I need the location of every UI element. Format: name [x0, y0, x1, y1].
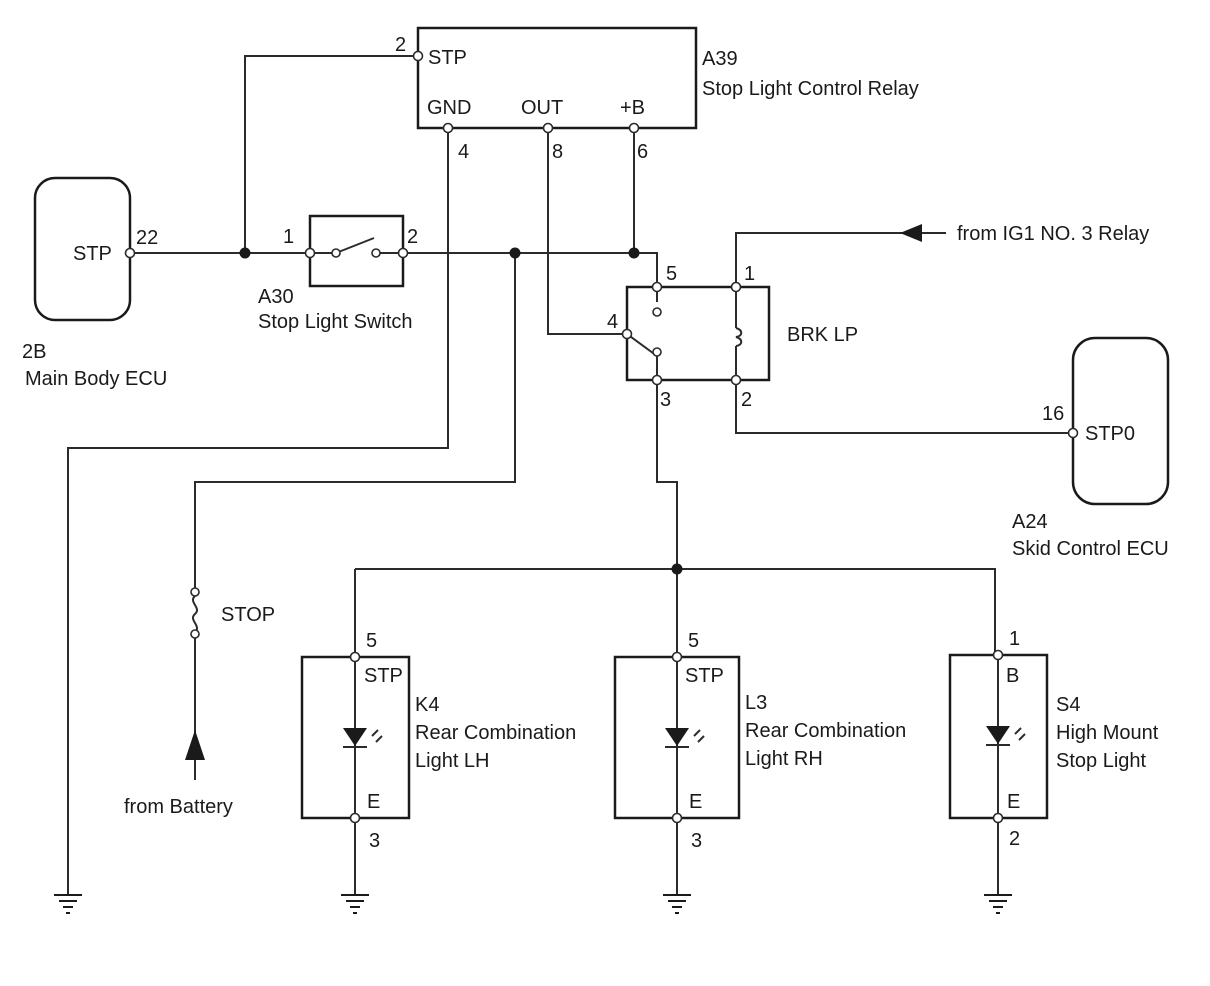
lamp-k4-bottom-pin: 3: [369, 830, 380, 852]
brk-lp-pin-1: 1: [744, 263, 755, 285]
lamp-s4-name-line2: Stop Light: [1056, 750, 1147, 772]
relay-terminal-out: OUT: [521, 97, 563, 119]
lamp-l3-bottom-pin: 3: [691, 830, 702, 852]
relay-terminal-stp: STP: [428, 47, 467, 69]
stop-light-switch: 1 2 A30 Stop Light Switch: [258, 214, 418, 333]
brk-lp-pin-5: 5: [666, 263, 677, 285]
lamp-k4-bottom-terminal: E: [367, 791, 380, 813]
lamp-l3-bottom-terminal: E: [689, 791, 702, 813]
lamp-l3-light-rays: [693, 729, 705, 743]
skid-ecu-body: [1071, 336, 1170, 506]
lamp-k4-top-pin: 5: [366, 630, 377, 652]
lamp-l3-top-terminal: STP: [685, 665, 724, 687]
stop-switch-code: A30: [258, 286, 294, 308]
skid-ecu-name: Skid Control ECU: [1012, 538, 1169, 560]
lamp-k4-top-terminal: STP: [364, 665, 403, 687]
skid-control-ecu: STP0 16 A24 Skid Control ECU: [1012, 336, 1170, 560]
skid-ecu-terminal: STP0: [1085, 423, 1135, 445]
fuse-icon: [192, 595, 198, 633]
wires: [67, 55, 1073, 895]
relay-name: Stop Light Control Relay: [702, 78, 919, 100]
lamp-k4-light-rays: [371, 729, 383, 743]
brk-lp-contact-arm: [626, 333, 658, 357]
brk-lp-pin-4: 4: [607, 311, 618, 333]
lamp-k4-name-line1: Rear Combination: [415, 722, 576, 744]
ground-icon: [663, 894, 691, 914]
junction-dot: [239, 247, 251, 259]
lamp-k4-led-icon: [343, 728, 367, 746]
stop-switch-pin-in: 1: [283, 226, 294, 248]
main-body-ecu-pin: 22: [136, 227, 158, 249]
lamp-s4-bottom-pin: 2: [1009, 828, 1020, 850]
ground-icon: [984, 894, 1012, 914]
stop-switch-pin-out: 2: [407, 226, 418, 248]
relay-pin-out: 8: [552, 141, 563, 163]
main-body-ecu-code: 2B: [22, 341, 46, 363]
stop-switch-body: [308, 214, 405, 288]
junction-dot: [671, 563, 683, 575]
lamp-l3-name-line2: Light RH: [745, 748, 823, 770]
junction-dots: [239, 247, 683, 575]
junction-dot: [509, 247, 521, 259]
brk-lp-pin-3: 3: [660, 389, 671, 411]
lamp-s4-led-icon: [986, 726, 1010, 744]
lamp-s4-code: S4: [1056, 694, 1080, 716]
lamp-l3: STP E 5 3 L3 Rear Combination Light RH: [613, 630, 906, 852]
main-body-ecu-terminal: STP: [73, 243, 112, 265]
ig1-source-label: from IG1 NO. 3 Relay: [957, 223, 1149, 245]
relay-code: A39: [702, 48, 738, 70]
lamp-k4-name-line2: Light LH: [415, 750, 490, 772]
stop-fuse: STOP from Battery: [124, 587, 275, 818]
lamp-k4-code: K4: [415, 694, 439, 716]
ground-icon: [341, 894, 369, 914]
junction-dot: [628, 247, 640, 259]
lamp-l3-code: L3: [745, 692, 767, 714]
lamp-s4-top-terminal: B: [1006, 665, 1019, 687]
lamp-l3-top-pin: 5: [688, 630, 699, 652]
stop-switch-name: Stop Light Switch: [258, 311, 413, 333]
relay-terminal-b: +B: [620, 97, 645, 119]
lamp-l3-name-line1: Rear Combination: [745, 720, 906, 742]
skid-ecu-pin: 16: [1042, 403, 1064, 425]
fuse-name: STOP: [221, 604, 275, 626]
relay-pin-stp: 2: [395, 34, 406, 56]
lamp-s4-top-pin: 1: [1009, 628, 1020, 650]
lamp-s4-light-rays: [1014, 727, 1026, 741]
relay-body: [416, 26, 698, 130]
battery-arrow-icon: [185, 730, 205, 760]
brk-lp-pin-2: 2: [741, 389, 752, 411]
brake-lamp-relay: 5 1 4 3 2 BRK LP from IG1 NO. 3 Relay: [607, 223, 1149, 411]
relay-pin-gnd: 4: [458, 141, 469, 163]
relay-pin-b: 6: [637, 141, 648, 163]
main-body-ecu-name: Main Body ECU: [25, 368, 167, 390]
main-body-ecu: STP 22 2B Main Body ECU: [22, 176, 167, 390]
ground-icon: [54, 894, 82, 914]
lamp-s4-bottom-terminal: E: [1007, 791, 1020, 813]
brk-lp-coil: [735, 327, 743, 347]
stop-light-control-relay: STP GND OUT +B 2 4 8 6 A39 Stop Light Co…: [395, 26, 919, 163]
connector-pins: [124, 50, 1079, 824]
lamp-s4-name-line1: High Mount: [1056, 722, 1159, 744]
switch-contact-arm: [335, 237, 375, 254]
brk-lp-name: BRK LP: [787, 324, 858, 346]
ig1-arrow-icon: [900, 224, 922, 242]
lamp-k4: STP E 5 3 K4 Rear Combination Light LH: [300, 630, 576, 852]
skid-ecu-code: A24: [1012, 511, 1048, 533]
brk-lp-body: [625, 285, 771, 382]
battery-source-label: from Battery: [124, 796, 233, 818]
relay-terminal-gnd: GND: [427, 97, 471, 119]
ground-symbols: [54, 894, 1012, 914]
lamp-s4: B E 1 2 S4 High Mount Stop Light: [948, 628, 1159, 850]
lamp-l3-led-icon: [665, 728, 689, 746]
